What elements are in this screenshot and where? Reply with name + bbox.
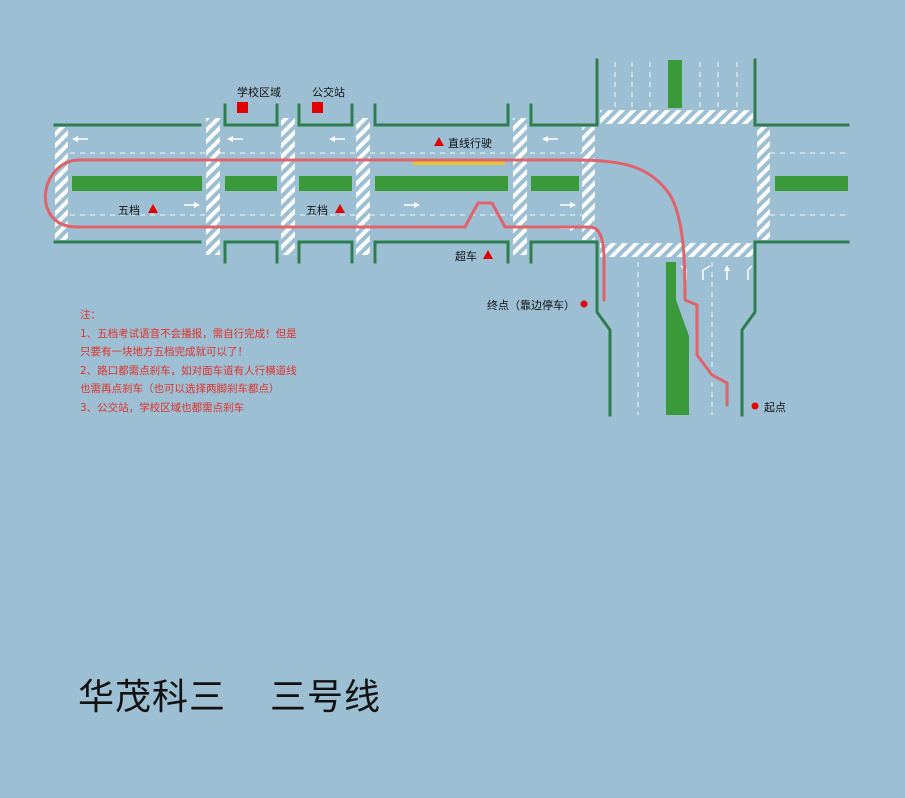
notes-heading: 注： — [80, 309, 101, 321]
lane-arrow-icon — [72, 136, 753, 280]
route-path — [43, 158, 729, 407]
note-item: 2、路口都需点刹车，如对面车道有人行横道线也需再点刹车（也可以选择两脚刹车都点） — [80, 364, 297, 396]
title-sub: 三号线 — [270, 677, 382, 718]
label-start-point: 起点 — [764, 401, 786, 414]
title-main: 华茂科三 — [78, 677, 227, 718]
label-overtake: 超车 — [455, 250, 477, 263]
label-fifth-gear-1: 五档 — [118, 204, 140, 217]
road-curbs — [53, 58, 850, 417]
label-bus-stop: 公交站 — [312, 86, 345, 99]
medians — [72, 60, 848, 415]
label-end-point: 终点（靠边停车） — [487, 299, 575, 312]
square-marker-icon — [237, 102, 323, 113]
page-title: 华茂科三 三号线 — [78, 668, 381, 720]
dot-marker-icon — [580, 300, 759, 410]
notes-panel: 注： 1、五档考试语音不会播报，需自行完成！但是只要有一块地方五档完成就可以了！… — [80, 306, 305, 417]
note-item: 3、公交站，学校区域也都需点刹车 — [80, 401, 245, 414]
label-fifth-gear-2: 五档 — [306, 204, 328, 217]
lane-lines — [70, 62, 848, 415]
label-straight-driving: 直线行驶 — [448, 137, 492, 150]
label-school-zone: 学校区域 — [237, 86, 281, 99]
crosswalks — [55, 110, 770, 257]
triangle-marker-icon — [148, 137, 493, 259]
note-item: 1、五档考试语音不会播报，需自行完成！但是只要有一块地方五档完成就可以了！ — [80, 327, 297, 359]
